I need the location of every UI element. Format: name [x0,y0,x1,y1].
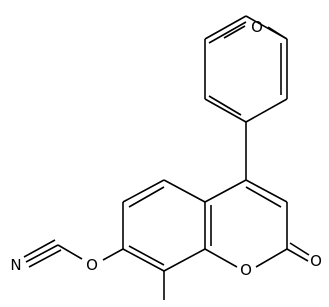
atom-label-o-carbonyl: O [310,252,322,270]
bond-c7-c8-inner [128,245,165,266]
bond-aryl-5 [204,15,247,40]
bond-c4-c3-inner [245,186,282,208]
bond-methyl-o-methoxy [223,25,246,39]
atom-label-o-ring: O [240,261,252,279]
bond-aryl-5-inner [208,21,247,44]
bond-c4a-c4 [204,179,247,203]
bond-aryl-6 [245,15,288,40]
bond-c2-o-carbonyl [286,248,309,262]
bond-c7-c8 [122,248,165,272]
bond-c4-c3 [245,179,288,203]
bond-aryl-2 [245,98,288,123]
atom-label-n-nitrile: N [10,256,21,274]
bond-c5-c6-inner [128,186,165,208]
atom-label-o-ether: O [86,256,98,274]
atom-label-o-methoxy: O [251,18,263,36]
bond-c2-o-ring [255,248,288,268]
bond-o-ring-c8a [204,248,238,268]
bond-nitrile-1 [25,244,59,263]
bond-c7-o-ether [102,248,124,261]
bond-aryl-3 [204,98,247,123]
bond-c4a-c5 [163,179,206,203]
bond-c2-o-carbonyl-double [289,242,310,256]
bond-aryl-3-inner [208,95,242,116]
bond-c8-c8a [163,248,206,272]
bond-c5-c6 [122,179,165,203]
bond-o-ether-ch2 [57,244,83,260]
bond-nitrile-2 [23,239,56,258]
bond-nitrile-3 [28,249,62,268]
